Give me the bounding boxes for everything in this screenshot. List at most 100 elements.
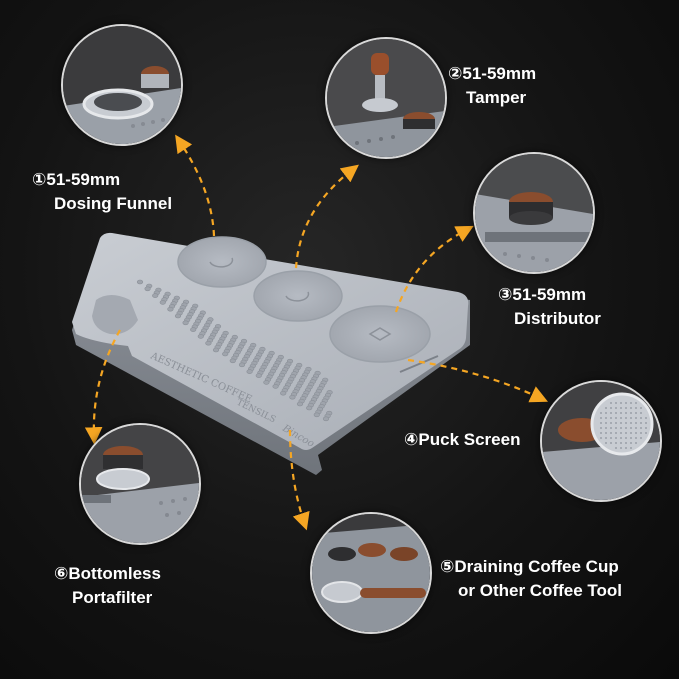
callout-draining-cup-image <box>310 512 432 634</box>
mesh-dot <box>635 402 637 404</box>
mesh-dot <box>640 412 642 414</box>
callout-distributor-image <box>473 152 595 274</box>
mesh-dot <box>610 437 612 439</box>
mesh-dot <box>640 437 642 439</box>
mesh-dot <box>615 402 617 404</box>
tray-stud <box>190 327 197 332</box>
mesh-dot <box>620 447 622 449</box>
mesh-dot <box>615 437 617 439</box>
tray-stud <box>296 401 304 407</box>
mesh-dot <box>635 432 637 434</box>
label-dosing-funnel-line2: Dosing Funnel <box>54 194 173 213</box>
mesh-dot <box>630 412 632 414</box>
mesh-dot <box>615 427 617 429</box>
well-3 <box>329 305 431 363</box>
mesh-dot <box>645 432 647 434</box>
mesh-dot <box>630 402 632 404</box>
mesh-dot <box>625 437 627 439</box>
well-2 <box>253 270 343 322</box>
mesh-dot <box>625 427 627 429</box>
tray-stud <box>280 390 287 396</box>
well-1 <box>177 236 267 288</box>
mesh-dot <box>640 427 642 429</box>
label-portafilter: ⑥Bottomless Portafilter <box>54 562 161 610</box>
mesh-dot <box>635 427 637 429</box>
tray-stud <box>229 358 236 364</box>
mesh-dot <box>615 412 617 414</box>
mesh-dot <box>600 437 602 439</box>
tray-stud <box>197 334 204 339</box>
mesh-dot <box>630 437 632 439</box>
label-draining-cup: ⑤Draining Coffee Cup or Other Coffee Too… <box>440 555 622 603</box>
mesh-dot <box>645 422 647 424</box>
mesh-dot <box>640 432 642 434</box>
mesh-dot <box>615 432 617 434</box>
mesh-dot <box>600 417 602 419</box>
mesh-dot <box>610 432 612 434</box>
mesh-dot <box>605 422 607 424</box>
tray-stud <box>255 373 262 378</box>
mesh-dot <box>645 417 647 419</box>
mesh-dot <box>640 417 642 419</box>
tray-stud <box>152 293 159 298</box>
mesh-dot <box>625 407 627 409</box>
mesh-dot <box>615 417 617 419</box>
tray-stud <box>182 320 189 326</box>
mesh-dot <box>605 432 607 434</box>
mesh-dot <box>605 437 607 439</box>
mesh-dot <box>630 432 632 434</box>
tray-stud <box>246 369 253 374</box>
tray-stud <box>136 279 144 285</box>
mesh-dot <box>615 407 617 409</box>
mesh-dot <box>635 407 637 409</box>
mesh-dot <box>605 442 607 444</box>
mesh-dot <box>610 422 612 424</box>
label-distributor: ③51-59mm Distributor <box>498 283 601 331</box>
mesh-dot <box>625 442 627 444</box>
callout-dosing-funnel-image <box>61 24 183 146</box>
label-puck-screen-line1: ④Puck Screen <box>404 430 521 449</box>
mesh-dot <box>630 442 632 444</box>
tray-stud <box>306 405 313 411</box>
callout-portafilter-image <box>79 423 201 545</box>
tray-stud <box>222 351 229 357</box>
mesh-dot <box>625 417 627 419</box>
label-portafilter-line1: ⑥Bottomless <box>54 564 161 583</box>
label-draining-cup-line2: or Other Coffee Tool <box>458 581 623 600</box>
mesh-dot <box>610 427 612 429</box>
mesh-dot <box>620 427 622 429</box>
mesh-dot <box>630 422 632 424</box>
mesh-dot <box>605 417 607 419</box>
mesh-dot <box>620 417 622 419</box>
mesh-dot <box>635 422 637 424</box>
mesh-dot <box>620 407 622 409</box>
mesh-dot <box>630 427 632 429</box>
mesh-dot <box>615 422 617 424</box>
mesh-dot <box>620 422 622 424</box>
callout-puck-screen-image <box>540 380 662 502</box>
mesh-dot <box>610 417 612 419</box>
tray-stud <box>167 306 174 312</box>
tray-stud <box>205 340 212 346</box>
mesh-dot <box>615 442 617 444</box>
label-tamper-line1: ②51-59mm <box>448 64 537 83</box>
mesh-dot <box>605 427 607 429</box>
label-dosing-funnel-line1: ①51-59mm <box>32 170 121 189</box>
mesh-dot <box>630 407 632 409</box>
label-distributor-line1: ③51-59mm <box>498 285 587 304</box>
label-portafilter-line2: Portafilter <box>72 588 153 607</box>
mesh-dot <box>625 402 627 404</box>
mesh-dot <box>635 412 637 414</box>
mesh-dot <box>610 412 612 414</box>
tray-stud <box>144 286 151 292</box>
tray-stud <box>212 347 220 353</box>
mesh-dot <box>645 427 647 429</box>
tray-stud <box>289 394 296 400</box>
mesh-dot <box>625 432 627 434</box>
label-dosing-funnel: ①51-59mm Dosing Funnel <box>32 168 172 216</box>
tray-stud <box>313 412 320 418</box>
label-puck-screen: ④Puck Screen <box>404 428 520 452</box>
mesh-dot <box>635 417 637 419</box>
label-draining-cup-line1: ⑤Draining Coffee Cup <box>440 557 619 576</box>
